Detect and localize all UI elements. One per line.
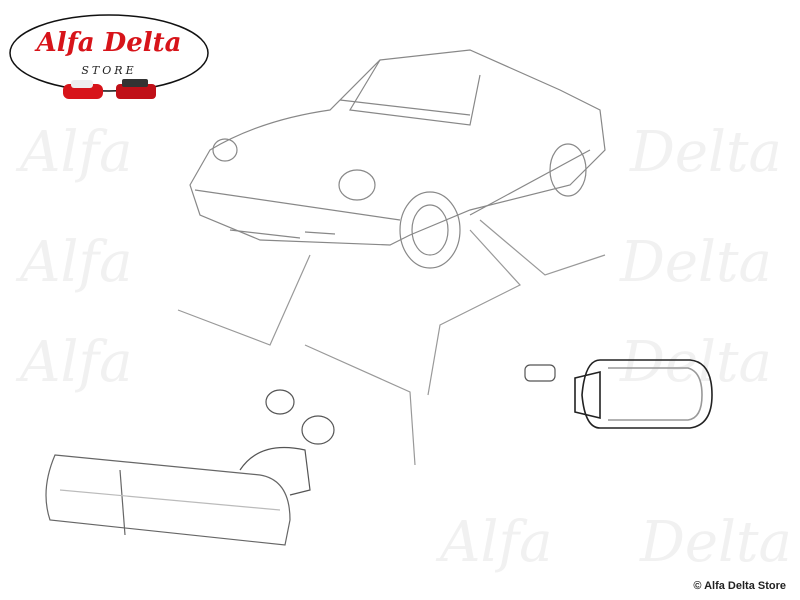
leader-lines	[177, 219, 606, 466]
side-repeater	[574, 359, 713, 429]
logo-title: Alfa Delta	[34, 28, 182, 58]
bulbs	[265, 364, 556, 445]
store-logo[interactable]: Alfa Delta STORE	[8, 8, 210, 102]
logo-subtitle: STORE	[81, 64, 136, 77]
car-icon	[63, 79, 156, 99]
copyright: © Alfa Delta Store	[693, 580, 786, 592]
car-drawing	[189, 49, 606, 269]
front-indicator-lens	[45, 446, 311, 546]
